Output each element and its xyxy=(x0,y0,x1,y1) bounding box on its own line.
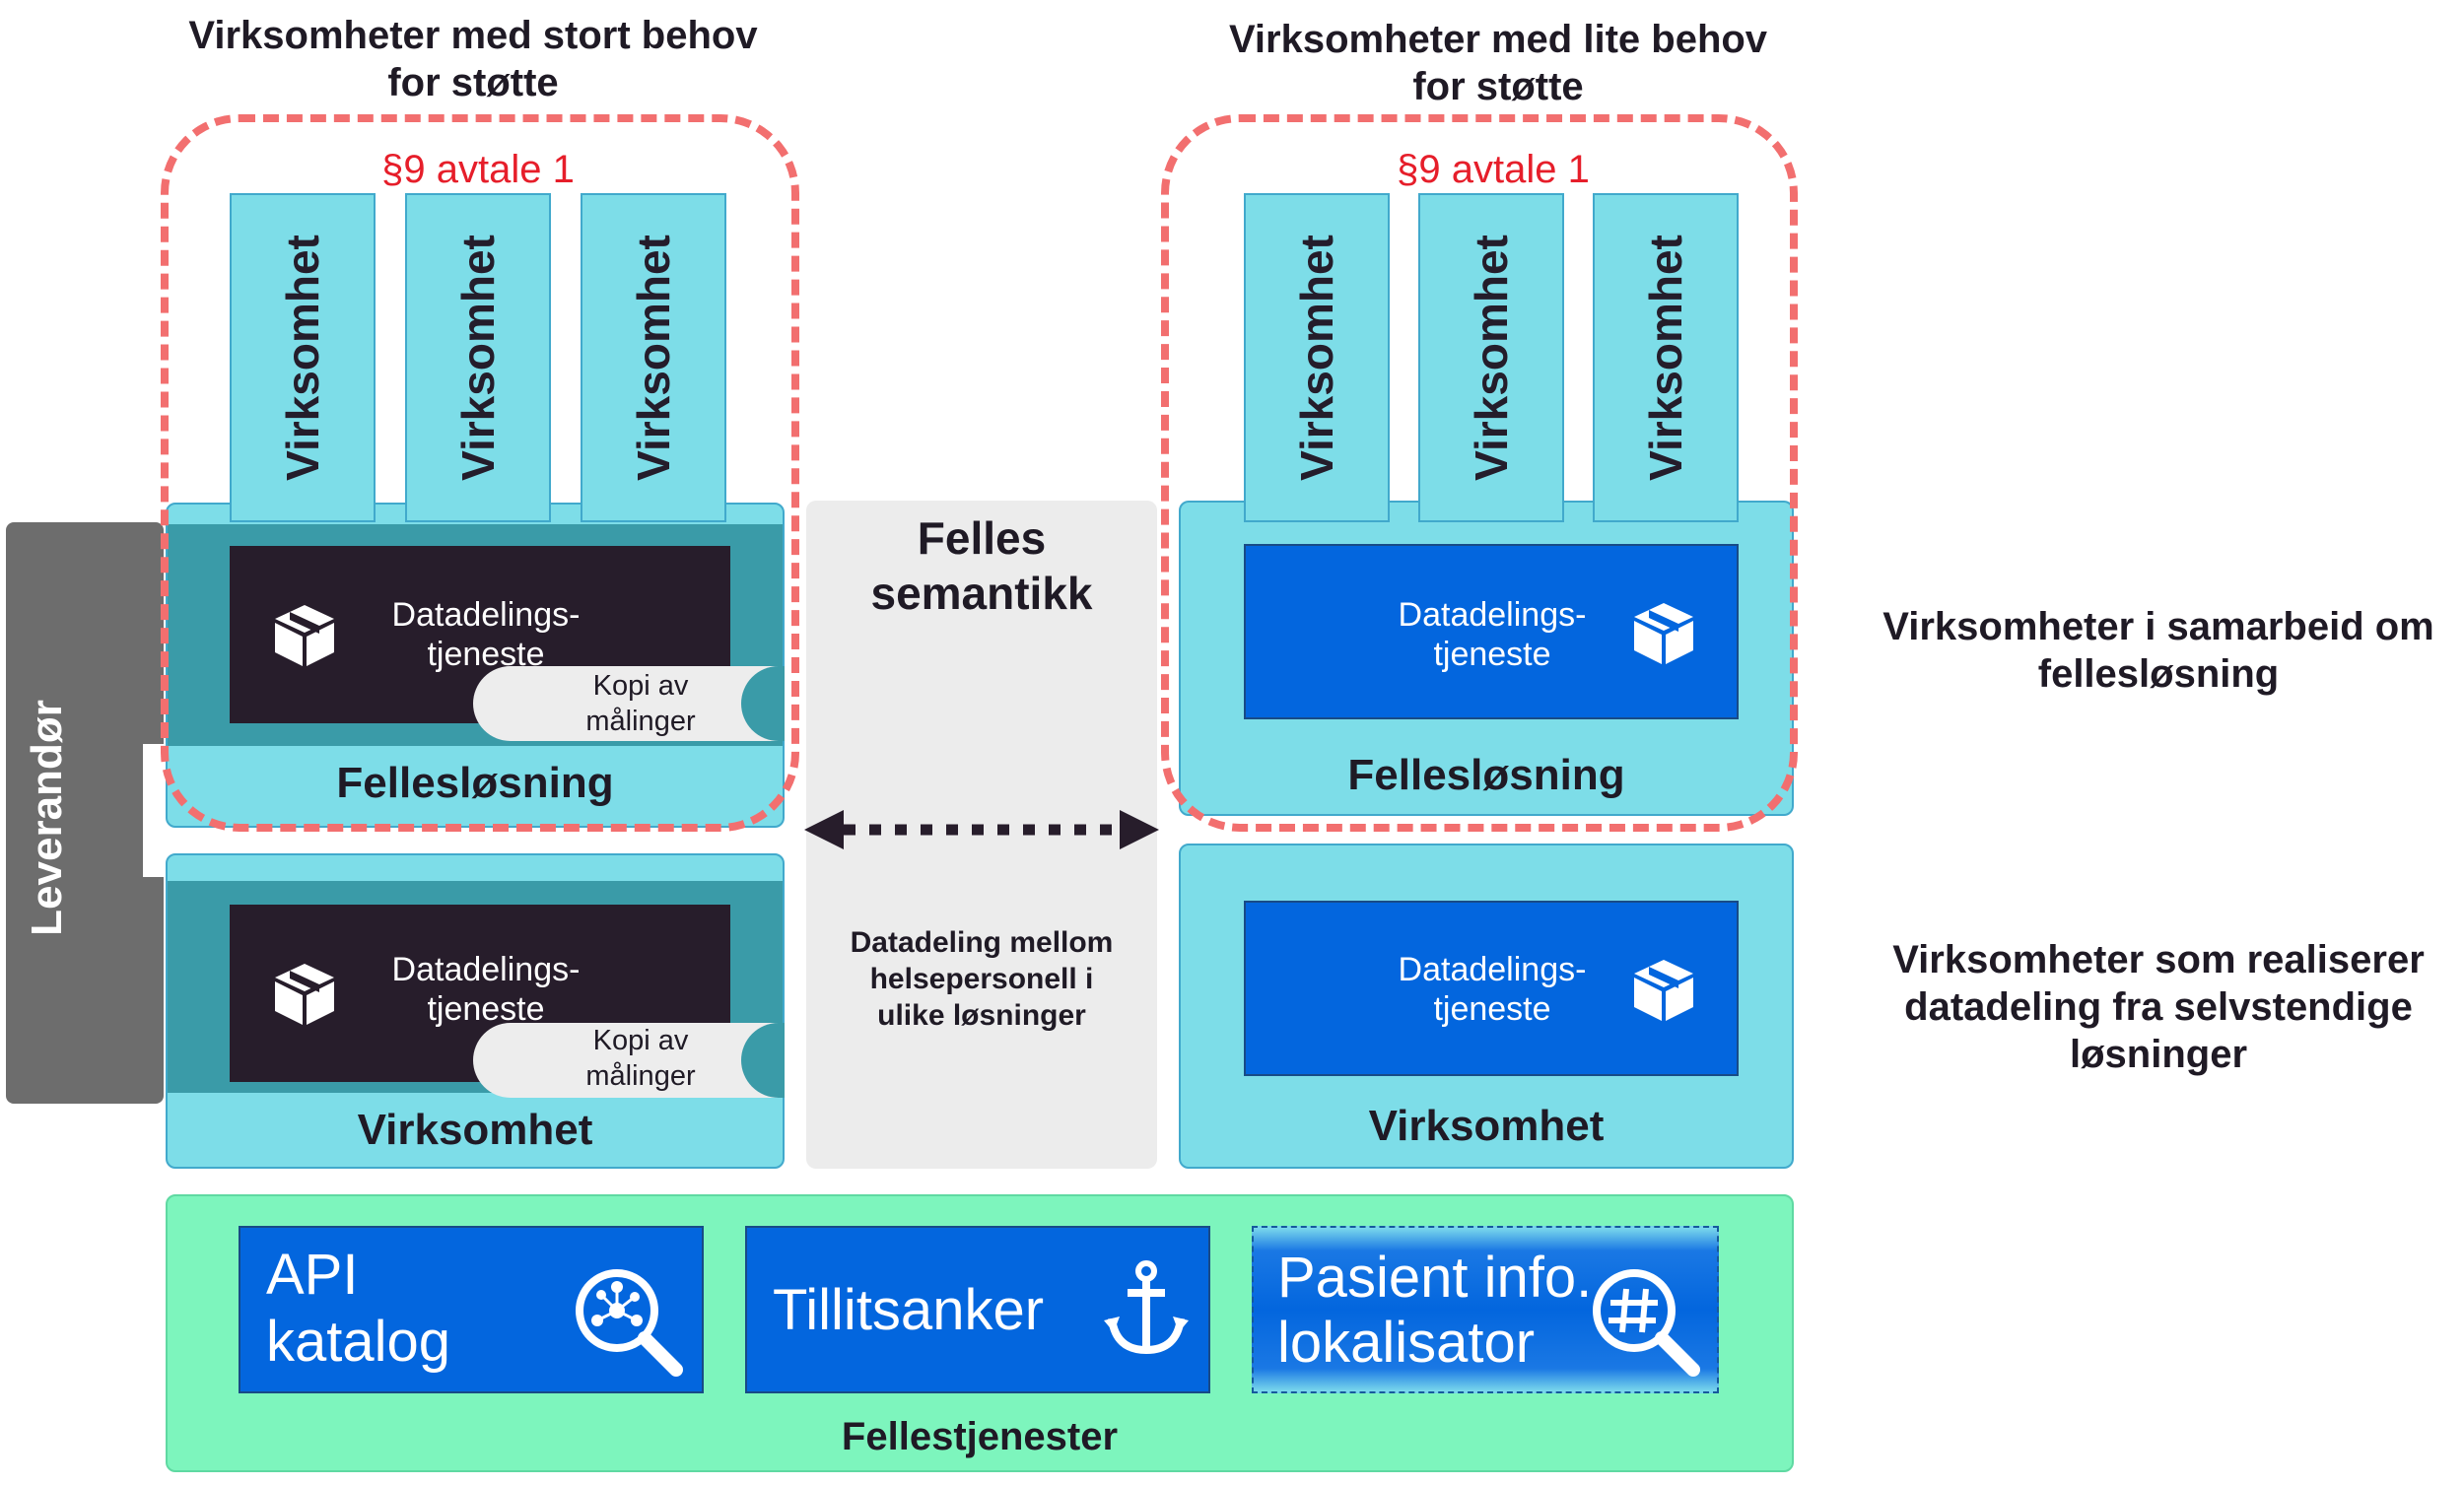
pasient-info-tile: Pasient info. lokalisator xyxy=(1252,1226,1719,1393)
tillitsanker-tile: Tillitsanker xyxy=(745,1226,1210,1393)
right-avtale-outline xyxy=(1161,114,1798,832)
right-fellesloesning-label: Fellesløsning xyxy=(1347,751,1625,799)
right-virksomhet-col-3: Virksomhet xyxy=(1593,193,1739,522)
left-virksomhet-col-2: Virksomhet xyxy=(405,193,551,522)
kopi-label: Kopi av målinger xyxy=(585,1025,696,1092)
left-avtale-label: §9 avtale 1 xyxy=(381,148,575,191)
box-icon xyxy=(1628,597,1699,668)
hash-search-icon xyxy=(1587,1263,1705,1382)
leverandor-bar xyxy=(6,522,164,1104)
double-arrow-icon xyxy=(804,808,1159,851)
tillitsanker-label: Tillitsanker xyxy=(773,1278,1045,1342)
box-icon xyxy=(1628,954,1699,1025)
right-avtale-label: §9 avtale 1 xyxy=(1397,148,1590,191)
left-virksomhet-col-3: Virksomhet xyxy=(581,193,726,522)
service-label: Datadelings- tjeneste xyxy=(391,951,581,1028)
pasient-info-label: Pasient info. lokalisator xyxy=(1277,1246,1593,1375)
right-virksomhet-col-1: Virksomhet xyxy=(1244,193,1390,522)
service-label: Datadelings- tjeneste xyxy=(1398,596,1587,673)
api-katalog-tile: API katalog xyxy=(239,1226,704,1393)
right-top-service: Datadelings- tjeneste xyxy=(1244,544,1739,719)
left-virksomhet-col-1: Virksomhet xyxy=(230,193,376,522)
right-virksomhet-label: Virksomhet xyxy=(1368,1102,1605,1150)
right-bottom-service: Datadelings- tjeneste xyxy=(1244,901,1739,1076)
api-search-icon xyxy=(570,1263,688,1382)
right-heading: Virksomheter med lite behov for støtte xyxy=(1228,18,1768,108)
anchor-icon xyxy=(1102,1259,1191,1358)
left-virksomhet-label: Virksomhet xyxy=(357,1106,593,1154)
right-label-bottom: Virksomheter som realiserer datadeling f… xyxy=(1892,938,2425,1076)
service-label: Datadelings- tjeneste xyxy=(391,596,581,673)
api-katalog-label: API katalog xyxy=(266,1243,451,1374)
left-top-kopi-pill xyxy=(473,666,785,741)
left-fellesloesning-label: Fellesløsning xyxy=(336,759,614,807)
box-icon xyxy=(269,958,340,1029)
leverandor-label: Leverandør xyxy=(23,700,71,936)
box-icon xyxy=(269,599,340,670)
fellestjenester-label: Fellestjenester xyxy=(841,1415,1119,1458)
right-label-top: Virksomheter i samarbeid om fellesløsnin… xyxy=(1882,605,2434,696)
left-avtale-outline xyxy=(161,114,799,832)
left-bottom-kopi-pill xyxy=(473,1023,785,1098)
datadeling-note: Datadeling mellom helsepersonell i ulike… xyxy=(850,926,1114,1032)
service-label: Datadelings- tjeneste xyxy=(1398,951,1587,1028)
kopi-label: Kopi av målinger xyxy=(585,670,696,737)
left-heading: Virksomheter med stort behov for støtte xyxy=(188,14,758,104)
right-virksomhet-col-2: Virksomhet xyxy=(1418,193,1564,522)
felles-semantikk-label: Felles semantikk xyxy=(870,512,1093,619)
